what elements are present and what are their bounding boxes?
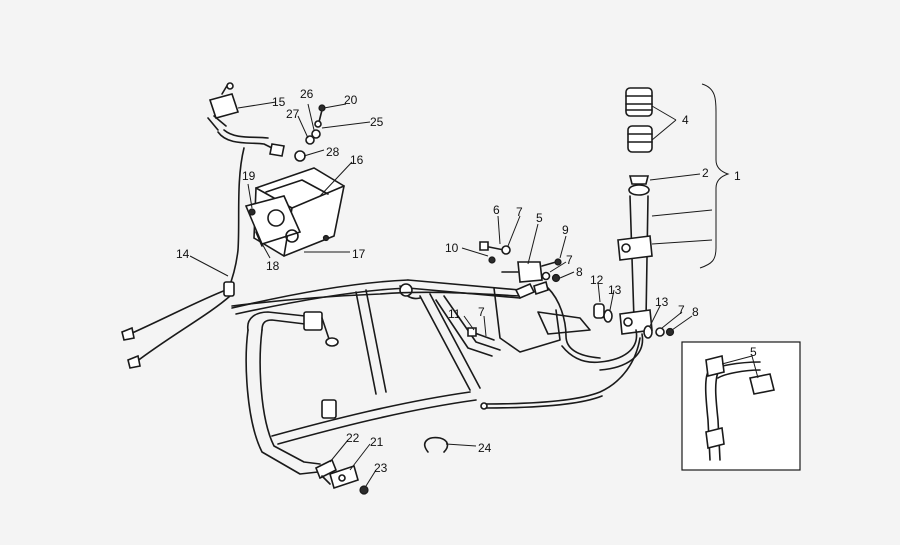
inset-detail-box <box>681 341 801 471</box>
callout-18: 18 <box>266 259 280 273</box>
bearing-set <box>625 87 653 153</box>
callout-5: 5 <box>536 211 543 225</box>
stand-frame <box>231 261 641 475</box>
callout-28: 28 <box>326 145 340 159</box>
callout-22: 22 <box>346 431 360 445</box>
callout-4: 4 <box>682 113 689 127</box>
callout-12: 12 <box>590 273 604 287</box>
callout-11: 11 <box>448 307 461 321</box>
callout-27: 27 <box>286 107 300 121</box>
callout-8-a: 8 <box>576 265 583 279</box>
callout-2: 2 <box>702 166 709 180</box>
callout-23: 23 <box>374 461 388 475</box>
callout-16: 16 <box>350 153 364 167</box>
switch-and-wiring <box>121 82 521 369</box>
callout-26: 26 <box>300 87 314 101</box>
callout-10: 10 <box>445 241 459 255</box>
callout-13-a: 13 <box>608 283 622 297</box>
callout-25: 25 <box>370 115 384 129</box>
callout-labels: 1 2 4 5 6 7 7 7 7 8 8 9 10 11 12 13 13 1… <box>176 87 757 475</box>
callout-5-inset: 5 <box>750 345 757 359</box>
callout-21: 21 <box>370 435 384 449</box>
fastener-hardware <box>467 241 675 359</box>
callout-7-b: 7 <box>566 253 573 267</box>
callout-24: 24 <box>478 441 492 455</box>
callout-7-d: 7 <box>678 303 685 317</box>
callout-13-b: 13 <box>655 295 669 309</box>
callout-9: 9 <box>562 223 569 237</box>
callout-14: 14 <box>176 247 190 261</box>
callout-7-c: 7 <box>478 305 485 319</box>
callout-19: 19 <box>242 169 256 183</box>
callout-1: 1 <box>734 169 741 183</box>
callout-6: 6 <box>493 203 500 217</box>
callout-17: 17 <box>352 247 366 261</box>
callout-brace <box>699 83 730 269</box>
callout-8-b: 8 <box>692 305 699 319</box>
callout-20: 20 <box>344 93 358 107</box>
lower-hardware <box>314 436 449 495</box>
callout-7-a: 7 <box>516 205 523 219</box>
callout-15: 15 <box>272 95 286 109</box>
leader-lines <box>189 101 759 487</box>
